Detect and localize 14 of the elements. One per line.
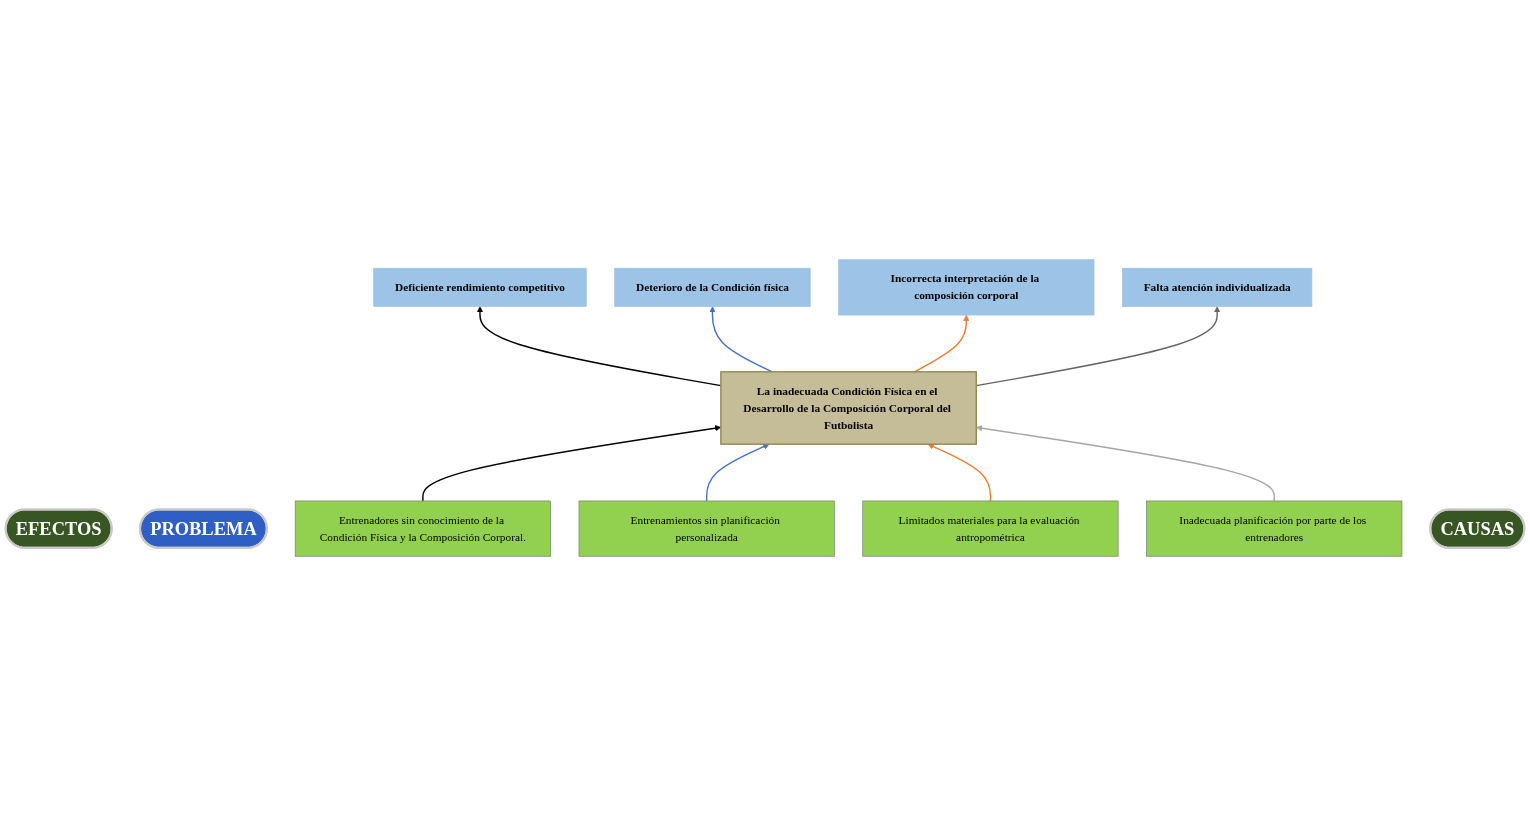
arrow [927, 443, 992, 502]
arrow [709, 306, 773, 373]
node-box: La inadecuada Condición Física en el Desarrollo de la Composición Corporal del Futbolista [720, 371, 977, 445]
arrow [976, 425, 1275, 502]
node-box: Incorrecta interpretación de la composición corporal [838, 259, 1095, 316]
arrow [913, 314, 970, 373]
node-box: Deficiente rendimiento competitivo [373, 267, 587, 307]
node-box: Entrenamientos sin planificación personalizada [578, 500, 835, 557]
node-box: Deterioro de la Condición física [614, 267, 811, 307]
node-box: Limitados materiales para la evaluación antropométrica [862, 500, 1119, 557]
node-box: Falta atención individualizada [1122, 267, 1313, 307]
node-box: Inadecuada planificación por parte de los entrenadores [1146, 500, 1403, 557]
node-box: Entrenadores sin conocimiento de la Condición Física y la Composición Corporal. [294, 500, 551, 557]
arrow [705, 443, 770, 502]
